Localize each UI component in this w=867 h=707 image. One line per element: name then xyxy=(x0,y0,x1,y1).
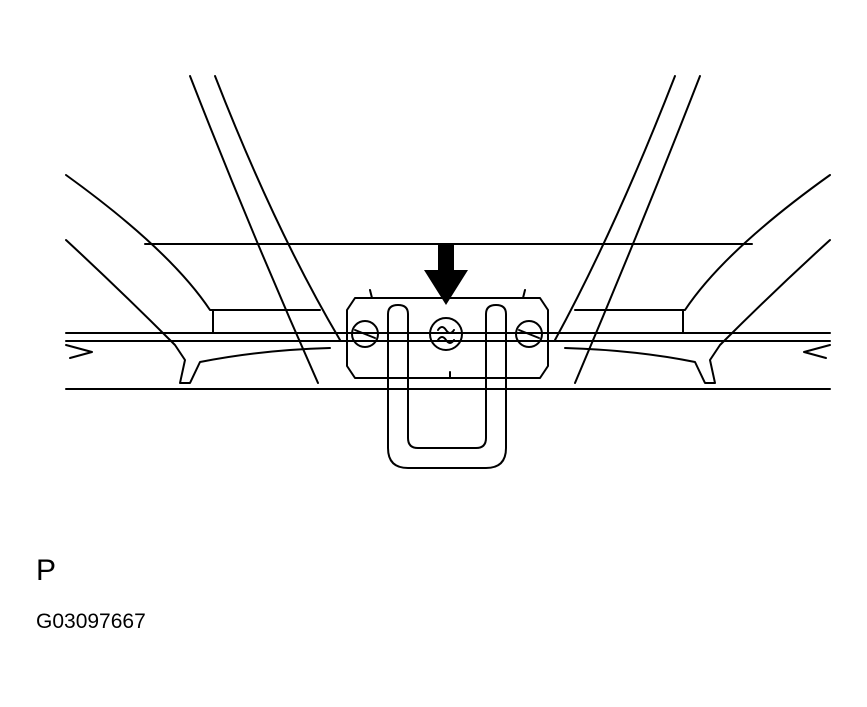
figure-code: G03097667 xyxy=(36,610,146,633)
right-diagonal-support xyxy=(554,75,701,384)
u-hook xyxy=(387,304,507,469)
arrow-down-icon xyxy=(424,243,468,305)
left-outer-brace xyxy=(65,174,331,384)
left-diagonal-support xyxy=(189,75,341,384)
left-bolt xyxy=(351,320,379,348)
right-outer-brace xyxy=(564,174,831,384)
view-label: P xyxy=(36,554,57,587)
right-bolt xyxy=(515,320,543,348)
bracket-plate xyxy=(346,289,549,379)
screw-icon xyxy=(429,317,463,351)
